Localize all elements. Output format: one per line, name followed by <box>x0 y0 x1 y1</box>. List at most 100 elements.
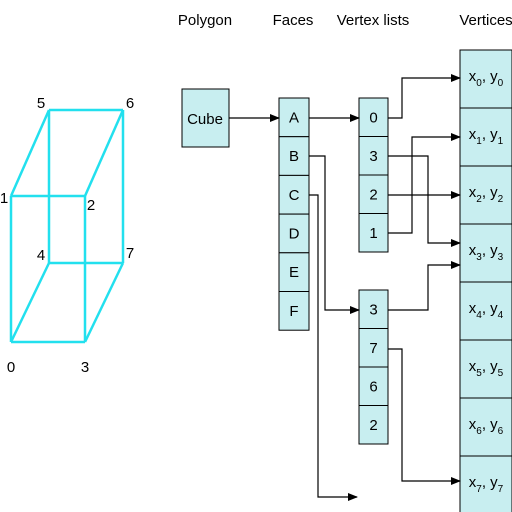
vertex-list-2-item-cell <box>358 405 389 445</box>
vertex-x: x <box>469 474 477 491</box>
cube-label-7: 7 <box>126 245 134 262</box>
vertex-y: y <box>490 242 498 259</box>
vertex-x-index: 0 <box>476 78 482 89</box>
face-f-label: F <box>289 303 298 320</box>
vertex-y: y <box>490 358 498 375</box>
arrow-1-to-v1 <box>388 133 461 234</box>
vertex-list-2-item-label: 6 <box>369 378 377 395</box>
vertex-y: y <box>490 184 498 201</box>
arrow-3b-to-v3 <box>388 261 461 311</box>
vertex-list-1-item-label: 2 <box>369 186 377 203</box>
vertex-list-1-item-cell <box>358 213 389 253</box>
vertex-list-1-item-cell <box>358 174 389 214</box>
arrows <box>229 74 461 501</box>
vertex-y-index: 3 <box>498 252 504 263</box>
face-c-label: C <box>289 187 300 204</box>
vertex-x-index: 1 <box>476 136 482 147</box>
vertex-y-index: 1 <box>498 136 504 147</box>
cube-edge <box>83 262 125 343</box>
vertex-x: x <box>469 358 477 375</box>
vertex-separator: , <box>482 474 490 491</box>
vertex-x: x <box>469 126 477 143</box>
vertex-coord-label: x4, y4 <box>469 300 504 321</box>
vertex-coord-label: x2, y2 <box>469 184 504 205</box>
cube-label-3: 3 <box>81 359 89 376</box>
vertex-list-2-item-label: 7 <box>369 340 377 357</box>
vertex-separator: , <box>482 300 490 317</box>
cube-edge <box>9 262 51 343</box>
vertex-y: y <box>490 474 498 491</box>
vertex-cell <box>459 339 512 399</box>
polygon-box-label: Cube <box>187 111 223 128</box>
vertex-x: x <box>469 416 477 433</box>
vertex-y-index: 6 <box>498 426 504 437</box>
arrow-3-to-v3 <box>388 155 461 247</box>
face-e-cell <box>278 252 310 293</box>
vertex-y: y <box>490 416 498 433</box>
vertex-separator: , <box>482 416 490 433</box>
face-e-label: E <box>289 264 299 281</box>
vertex-y: y <box>490 126 498 143</box>
cube-label-4: 4 <box>37 247 45 264</box>
vertex-list-1-item-label: 3 <box>369 148 377 165</box>
cube-wireframe <box>9 108 125 344</box>
vertex-list-2-item-label: 3 <box>369 301 377 318</box>
header-polygon: Polygon <box>178 12 232 29</box>
cube-edge <box>83 109 125 197</box>
vertex-x-index: 2 <box>476 194 482 205</box>
cube-label-6: 6 <box>126 95 134 112</box>
cube-label-0: 0 <box>7 359 15 376</box>
vertex-list-2: 3 7 6 2 <box>358 289 389 445</box>
vertex-separator: , <box>482 242 490 259</box>
arrow-face-c-continue <box>309 194 358 501</box>
arrow-7-to-v7 <box>388 348 461 485</box>
vertex-list-1-item-label: 1 <box>369 225 377 242</box>
vertex-coord-label: x6, y6 <box>469 416 504 437</box>
vertex-x: x <box>469 300 477 317</box>
header-faces: Faces <box>273 12 314 29</box>
vertex-list-2-item-label: 2 <box>369 417 377 434</box>
vertex-list-1-item-cell <box>358 97 389 137</box>
vertex-cell <box>459 223 512 283</box>
vertex-y-index: 7 <box>498 484 504 495</box>
vertex-y-index: 0 <box>498 78 504 89</box>
face-f-cell <box>278 291 310 331</box>
cube-label-5: 5 <box>37 95 45 112</box>
vertex-y: y <box>490 300 498 317</box>
vertex-list-1: 0 3 2 1 <box>358 97 389 253</box>
vertex-cell <box>459 107 512 167</box>
vertex-list-1-item-label: 0 <box>369 109 377 126</box>
vertex-coord-label: x5, y5 <box>469 358 504 379</box>
vertex-coord-label: x3, y3 <box>469 242 504 263</box>
face-a-label: A <box>289 109 299 126</box>
vertex-x-index: 3 <box>476 252 482 263</box>
vertex-coord-label: x1, y1 <box>469 126 504 147</box>
vertex-y-index: 4 <box>498 310 504 321</box>
vertex-x-index: 5 <box>476 368 482 379</box>
vertex-coord-label: x7, y7 <box>469 474 504 495</box>
vertex-separator: , <box>482 68 490 85</box>
cube-edge <box>9 109 51 197</box>
vertex-list-2-item-cell <box>358 366 389 406</box>
vertex-x: x <box>469 68 477 85</box>
vertex-separator: , <box>482 184 490 201</box>
vertex-y: y <box>490 68 498 85</box>
vertex-x-index: 6 <box>476 426 482 437</box>
cube-label-1: 1 <box>0 190 8 207</box>
vertex-x-index: 4 <box>476 310 482 321</box>
cube-label-2: 2 <box>87 197 95 214</box>
header-vertex-lists: Vertex lists <box>337 12 410 29</box>
vertex-y-index: 5 <box>498 368 504 379</box>
vertex-x: x <box>469 242 477 259</box>
vertex-x-index: 7 <box>476 484 482 495</box>
arrow-face-b-to-list <box>309 155 360 314</box>
polygon-box <box>181 88 230 148</box>
vertex-x: x <box>469 184 477 201</box>
face-d-label: D <box>289 225 300 242</box>
vertex-cell <box>459 455 512 512</box>
vertex-separator: , <box>482 126 490 143</box>
arrow-0-to-v0 <box>388 74 461 119</box>
